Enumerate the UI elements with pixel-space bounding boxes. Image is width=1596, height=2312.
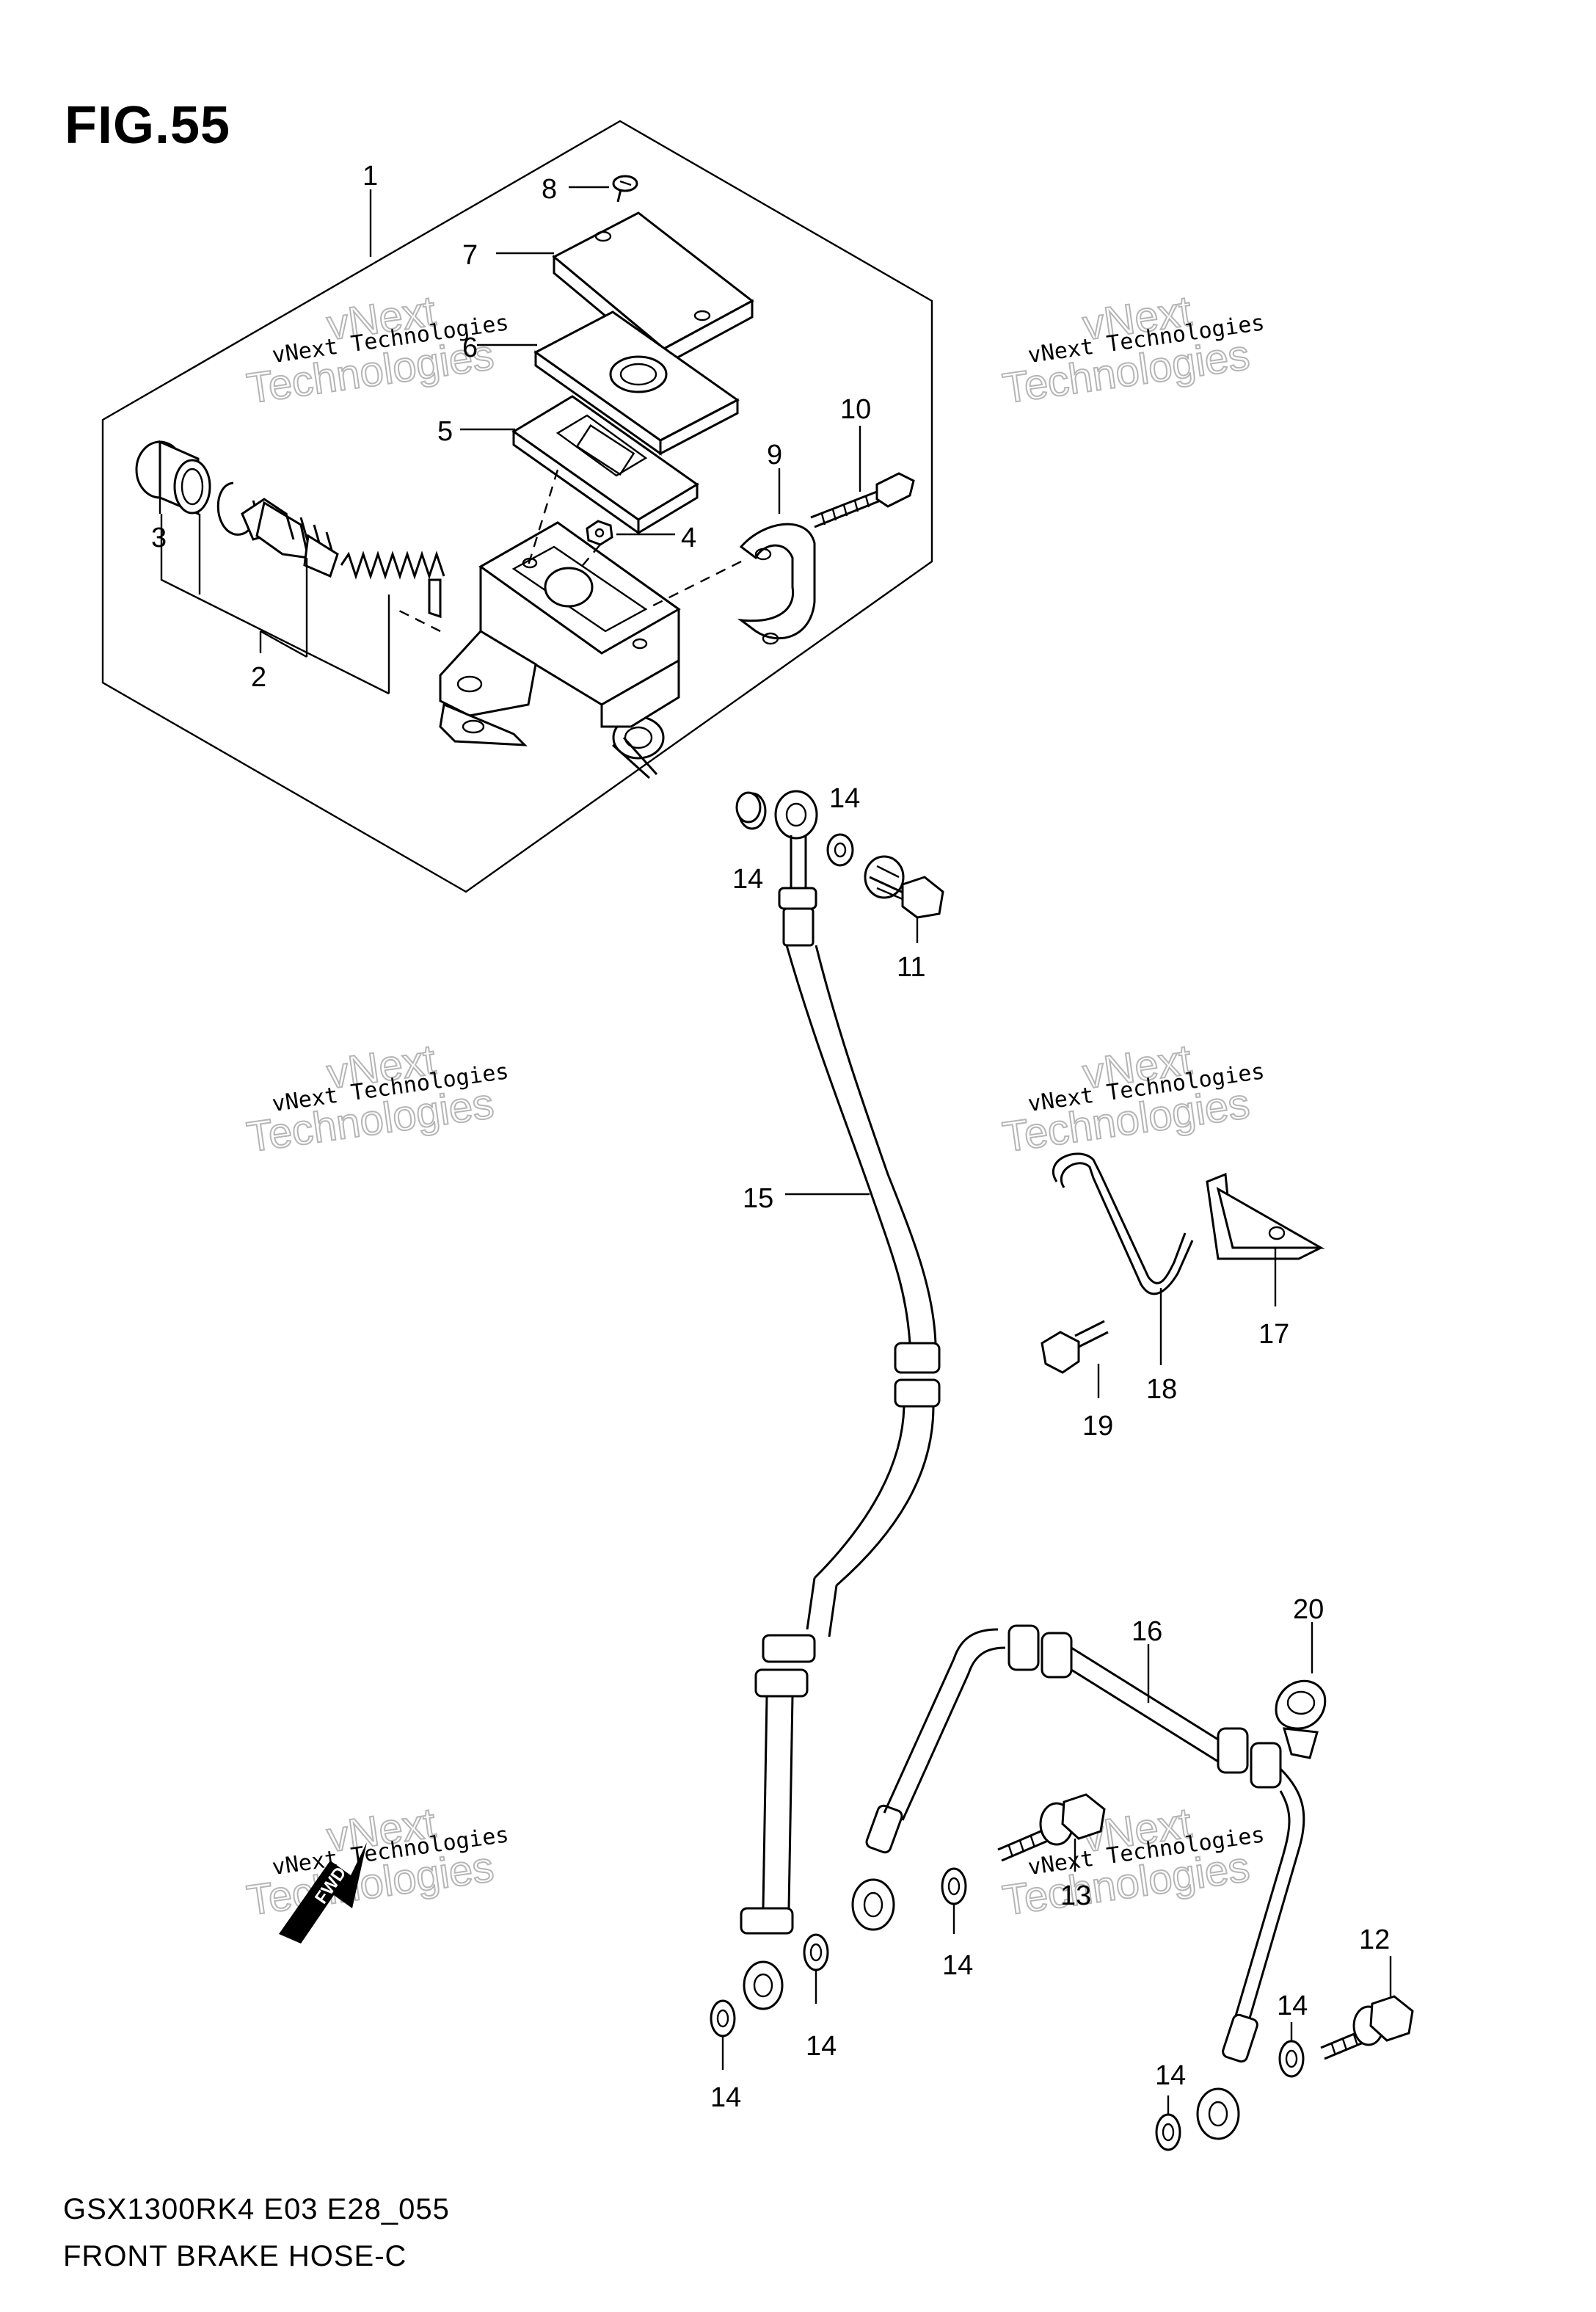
callout-6: 6 [462,332,478,363]
callouts: 1 2 3 4 5 6 7 8 9 10 11 12 13 14 14 14 1… [151,161,1390,2113]
diaphragm [511,395,699,535]
washer-lower-2 [803,1933,829,1971]
piston-spring [340,550,445,619]
handlebar-clamp [737,523,816,645]
callout-14f: 14 [1277,1991,1308,2021]
callout-14g: 14 [1155,2060,1186,2091]
callout-16: 16 [1132,1616,1162,1647]
leader-2-bracket [160,514,390,695]
callout-14d: 14 [806,2031,837,2062]
cap-screw [612,175,638,203]
dash-bracket [645,560,742,611]
callout-14e: 14 [710,2082,741,2113]
figure-title: FIG.55 [65,96,231,155]
watermark-5: Technologies vNext vNext Technologies [244,1798,511,1925]
washer-lower-4 [1278,2040,1305,2078]
callout-20: 20 [1293,1594,1324,1625]
watermark-4: Technologies vNext vNext Technologies [999,1035,1267,1162]
callout-7: 7 [462,240,478,271]
bracket-bolt [1041,1320,1109,1374]
watermark-2: Technologies vNext vNext Technologies [999,286,1267,413]
clamp-bolt [810,472,915,528]
callout-12: 12 [1359,1924,1390,1955]
callout-9: 9 [767,440,782,470]
callout-14c: 14 [942,1950,973,1981]
callout-8: 8 [542,174,557,205]
callout-14b: 14 [732,864,763,895]
callout-1: 1 [362,161,378,192]
washer-lower-5 [1155,2113,1181,2151]
dash-piston [396,608,441,633]
callout-11: 11 [897,952,925,983]
callout-5: 5 [437,416,453,447]
dash-nut [579,544,601,570]
callout-15: 15 [743,1183,773,1214]
callout-18: 18 [1146,1374,1177,1405]
washer-upper-1 [735,791,762,824]
diaphragm-plate [533,310,740,456]
watermark-3: Technologies vNext vNext Technologies [244,1035,511,1162]
union-bolt-11 [864,855,944,919]
washer-upper-2 [826,833,854,867]
hose-bracket [1206,1172,1325,1260]
callout-13: 13 [1060,1880,1091,1911]
lower-hose [851,1624,1305,2140]
piston-assembly [241,498,339,578]
hose-clip [1275,1679,1327,1759]
callout-19: 19 [1082,1411,1113,1442]
callout-10: 10 [840,394,871,425]
watermark-1: Technologies vNext vNext Technologies [244,286,511,413]
washer-lower-1 [710,1999,736,2037]
callout-2: 2 [251,662,266,693]
watermark-group: Technologies vNext vNext Technologies Te… [244,286,1267,1925]
callout-14a: 14 [829,783,860,814]
piston-boot [135,440,211,516]
callout-17: 17 [1258,1319,1289,1350]
callout-4: 4 [681,523,696,553]
nut [586,520,613,546]
union-bolt-12 [1320,1995,1414,2060]
washer-lower-3 [941,1867,967,1905]
watermark-6: Technologies vNext vNext Technologies [999,1798,1267,1925]
callout-3: 3 [151,523,167,553]
master-cylinder-body [439,521,681,779]
figure-name: FRONT BRAKE HOSE-C [63,2240,407,2272]
hose-guide-wire [1052,1152,1194,1295]
kit-boundary [101,120,933,893]
model-code: GSX1300RK4 E03 E28_055 [63,2193,450,2225]
union-bolt-13 [997,1793,1106,1862]
